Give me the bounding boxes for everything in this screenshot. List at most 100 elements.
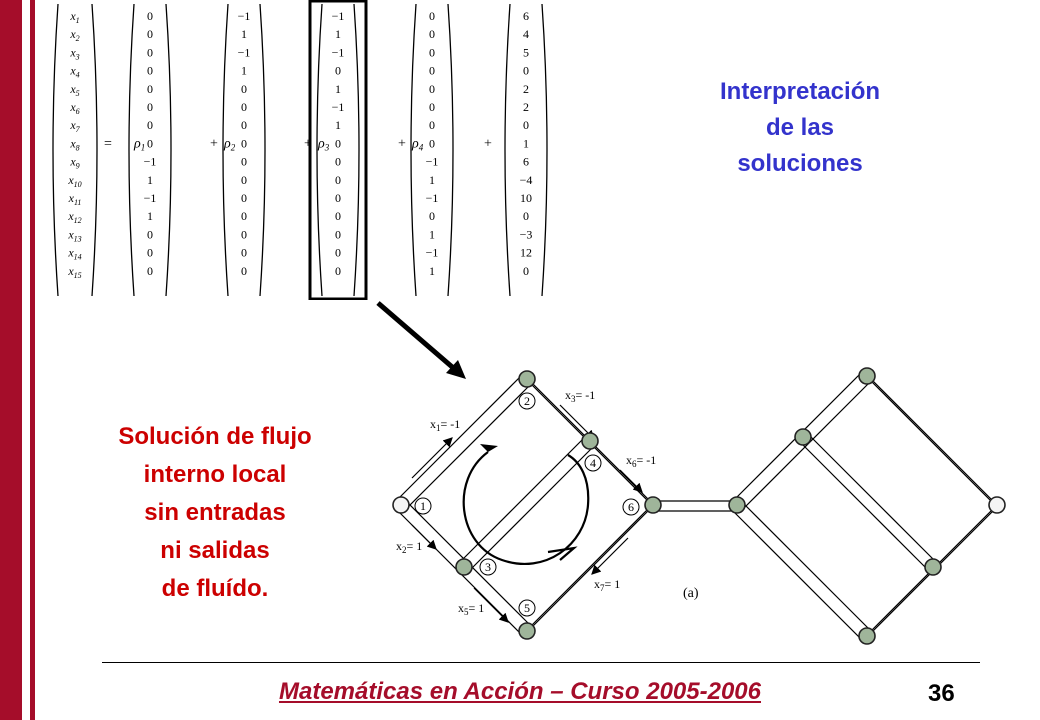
vector-entry: 0	[429, 118, 435, 132]
parameter-rho: ρ3	[317, 136, 330, 152]
vector-entry: 0	[429, 82, 435, 96]
vector-entry: 0	[335, 264, 341, 278]
vector-entry: −3	[520, 227, 533, 241]
vector-entry: −4	[520, 173, 533, 187]
matrix-bracket	[504, 3, 511, 297]
vector-entry: 0	[147, 82, 153, 96]
variable-entry: x6	[69, 100, 79, 116]
node-label: 2	[524, 394, 530, 408]
network-node	[644, 496, 662, 514]
page-number: 36	[928, 680, 955, 707]
matrix-bracket	[128, 3, 135, 297]
vector-entry: 0	[241, 227, 247, 241]
vector-entry: 0	[241, 246, 247, 260]
sidebar-accent-line	[30, 0, 35, 720]
description-line: de fluído.	[161, 575, 269, 602]
variable-entry: x10	[67, 173, 81, 189]
matrix-bracket	[316, 3, 323, 297]
sidebar-accent-bar	[0, 0, 22, 720]
variable-entry: x4	[69, 64, 79, 80]
node-label: 3	[485, 560, 491, 574]
matrix-bracket	[541, 3, 548, 297]
vector-entry: 1	[429, 227, 435, 241]
vector-entry: 5	[523, 45, 529, 59]
plus-sign: +	[210, 136, 218, 151]
plus-sign: +	[304, 136, 312, 151]
network-node	[858, 367, 876, 385]
vector-entry: 1	[429, 173, 435, 187]
pointer-arrow	[376, 301, 460, 374]
vector-entry: −1	[426, 191, 439, 205]
footer-course-title: Matemáticas en Acción – Curso 2005-2006	[278, 678, 761, 705]
vector-entry: 0	[241, 136, 247, 150]
matrix-bracket	[259, 3, 266, 297]
vector-entry: 1	[335, 118, 341, 132]
variable-entry: x11	[68, 191, 82, 207]
node-label: 6	[628, 500, 634, 514]
matrix-bracket	[353, 3, 360, 297]
matrix-bracket	[52, 3, 59, 297]
vector-entry: 4	[523, 27, 529, 41]
edge-label-x1: x1= -1	[430, 417, 460, 433]
vector-entry: 1	[147, 173, 153, 187]
vector-entry: 12	[520, 246, 532, 260]
vector-entry: 0	[147, 45, 153, 59]
network-node	[518, 622, 536, 640]
matrix-bracket	[410, 3, 417, 297]
edge-label-x7: x7= 1	[594, 577, 620, 593]
matrix-bracket	[91, 3, 98, 297]
vector-entry: 0	[523, 64, 529, 78]
node-label: 5	[524, 601, 530, 615]
vector-entry: 0	[523, 118, 529, 132]
variable-entry: x15	[67, 264, 81, 280]
vector-entry: −1	[426, 246, 439, 260]
matrix-bracket	[165, 3, 172, 297]
node-label: 4	[590, 456, 596, 470]
vector-entry: 0	[241, 100, 247, 114]
network-node	[455, 558, 473, 576]
vector-entry: 1	[147, 209, 153, 223]
vector-entry: −1	[144, 155, 157, 169]
slide-title-line: soluciones	[737, 150, 863, 177]
variable-entry: x5	[69, 82, 79, 98]
network-node	[794, 428, 812, 446]
vector-entry: 6	[523, 9, 529, 23]
vector-entry: −1	[144, 191, 157, 205]
plus-sign: +	[484, 136, 492, 151]
vector-entry: 0	[335, 136, 341, 150]
description-line: Solución de flujo	[118, 423, 312, 450]
vector-entry: 0	[147, 64, 153, 78]
parameter-rho: ρ1	[133, 136, 145, 152]
vector-entry: 1	[241, 64, 247, 78]
vector-entry: 0	[429, 100, 435, 114]
vector-entry: 0	[241, 264, 247, 278]
vector-entry: 0	[429, 136, 435, 150]
vector-equation: x1x2x3x4x5x6x7x8x9x10x11x12x13x14x15=ρ1+…	[52, 0, 548, 300]
vector-entry: 0	[241, 191, 247, 205]
vector-entry: −1	[238, 45, 251, 59]
variable-entry: x1	[69, 9, 79, 25]
slide-title: Interpretación de las soluciones	[680, 74, 920, 182]
vector-entry: 0	[335, 64, 341, 78]
matrix-bracket	[447, 3, 454, 297]
node-label: 1	[420, 499, 426, 513]
vector-entry: −1	[238, 9, 251, 23]
vector-entry: 0	[147, 9, 153, 23]
footer-rule	[102, 662, 980, 663]
vector-entry: 0	[147, 227, 153, 241]
vector-entry: 0	[523, 209, 529, 223]
vector-entry: 0	[241, 118, 247, 132]
description-line: ni salidas	[160, 537, 270, 564]
network-node	[392, 496, 410, 514]
parameter-rho: ρ4	[411, 136, 424, 152]
circulation-arrow	[462, 451, 590, 566]
variable-entry: x13	[67, 227, 81, 243]
vector-entry: 0	[335, 173, 341, 187]
vector-entry: 0	[241, 173, 247, 187]
vector-entry: 0	[335, 191, 341, 205]
edge-label-x6: x6= -1	[626, 453, 656, 469]
plus-sign: +	[398, 136, 406, 151]
vector-entry: 0	[429, 209, 435, 223]
vector-entry: 0	[429, 27, 435, 41]
